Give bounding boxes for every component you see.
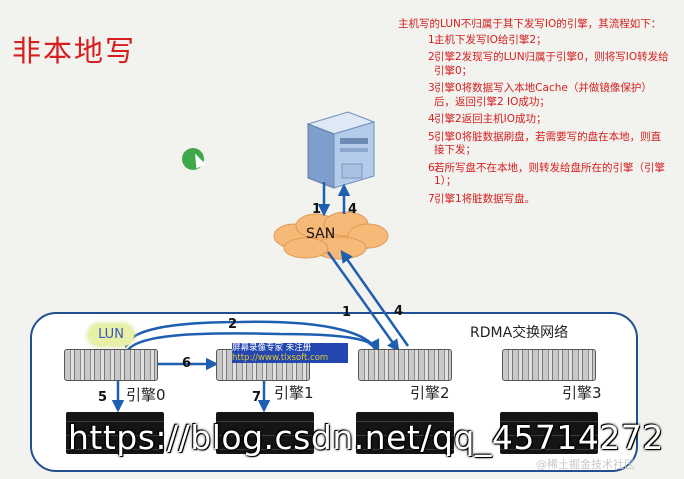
step-text: 引擎1将脏数据写盘。 <box>434 192 536 205</box>
step-item: 4.引擎2返回主机IO成功； <box>428 113 547 125</box>
step-item: 6.若所写盘不在本地，则转发给盘所在的引擎（引擎1）； <box>428 161 665 188</box>
step-text: 若所写盘不在本地，则转发给盘所在的引擎（引擎1）； <box>434 161 665 188</box>
arrow-label-2: 2 <box>228 317 238 332</box>
arrow-label-5: 5 <box>98 390 108 405</box>
arrow-label-6: 6 <box>182 356 192 371</box>
arrow-label-4: 4 <box>394 304 404 319</box>
disk-shelf-0 <box>66 412 164 454</box>
disk-shelf-1 <box>216 412 314 454</box>
step-text: 引擎0将脏数据刷盘，若需要写的盘在本地，则直接下发； <box>434 130 662 157</box>
host-server-icon <box>306 111 376 189</box>
community-watermark: @稀土掘金技术社区 <box>536 458 635 471</box>
san-label: SAN <box>306 226 336 242</box>
cursor-highlight-icon <box>182 148 204 170</box>
step-item: 5.引擎0将脏数据刷盘，若需要写的盘在本地，则直接下发； <box>428 130 662 157</box>
step-text: 引擎2发现写的LUN归属于引擎0，则将写IO转发给引擎0； <box>434 51 669 77</box>
disk-shelf-3 <box>500 412 598 454</box>
steps-list: 1.主机下发写IO给引擎2； 2.引擎2发现写的LUN归属于引擎0，则将写IO转… <box>398 34 670 207</box>
arrow-label-7: 7 <box>252 390 262 405</box>
recorder-watermark: 屏幕录像专家 未注册 http://www.tlxsoft.com <box>232 343 348 363</box>
recorder-name: 屏幕录像专家 未注册 <box>232 343 312 353</box>
rdma-fabric-label: RDMA交换网络 <box>470 325 569 341</box>
lun-badge: LUN <box>88 324 134 346</box>
step-text: 引擎2返回主机IO成功； <box>434 113 547 125</box>
engine-2-controller <box>358 349 452 381</box>
description-intro: 主机写的LUN不归属于其下发写IO的引擎，其流程如下： <box>398 18 662 30</box>
arrow-label-4: 4 <box>348 202 358 217</box>
arrow-label-1: 1 <box>312 202 322 217</box>
step-item: 7.引擎1将脏数据写盘。 <box>428 192 536 205</box>
step-text: 引擎0将数据写入本地Cache（并做镜像保护）后，返回引擎2 IO成功； <box>434 82 652 108</box>
recorder-url: http://www.tlxsoft.com <box>232 353 329 363</box>
arrow-label-1: 1 <box>342 305 352 320</box>
step-text: 主机下发写IO给引擎2； <box>434 33 547 46</box>
step-item: 1.主机下发写IO给引擎2； <box>428 33 547 46</box>
san-cloud-icon <box>273 211 389 260</box>
disk-shelf-2 <box>356 412 454 454</box>
engine-2-label: 引擎2 <box>410 384 450 402</box>
page-title: 非本地写 <box>12 34 137 68</box>
blog-url-watermark: https://blog.csdn.net/qq_45714272 <box>68 418 664 457</box>
engine-1-label: 引擎1 <box>274 384 314 402</box>
step-item: 2.引擎2发现写的LUN归属于引擎0，则将写IO转发给引擎0； <box>428 51 669 77</box>
process-description: 主机写的LUN不归属于其下发写IO的引擎，其流程如下： 1.主机下发写IO给引擎… <box>398 18 670 210</box>
engine-3-label: 引擎3 <box>562 384 602 402</box>
engine-3-controller <box>502 349 596 381</box>
step-item: 3.引擎0将数据写入本地Cache（并做镜像保护）后，返回引擎2 IO成功； <box>428 82 652 108</box>
engine-0-label: 引擎0 <box>126 386 166 404</box>
engine-0-controller <box>64 349 158 381</box>
